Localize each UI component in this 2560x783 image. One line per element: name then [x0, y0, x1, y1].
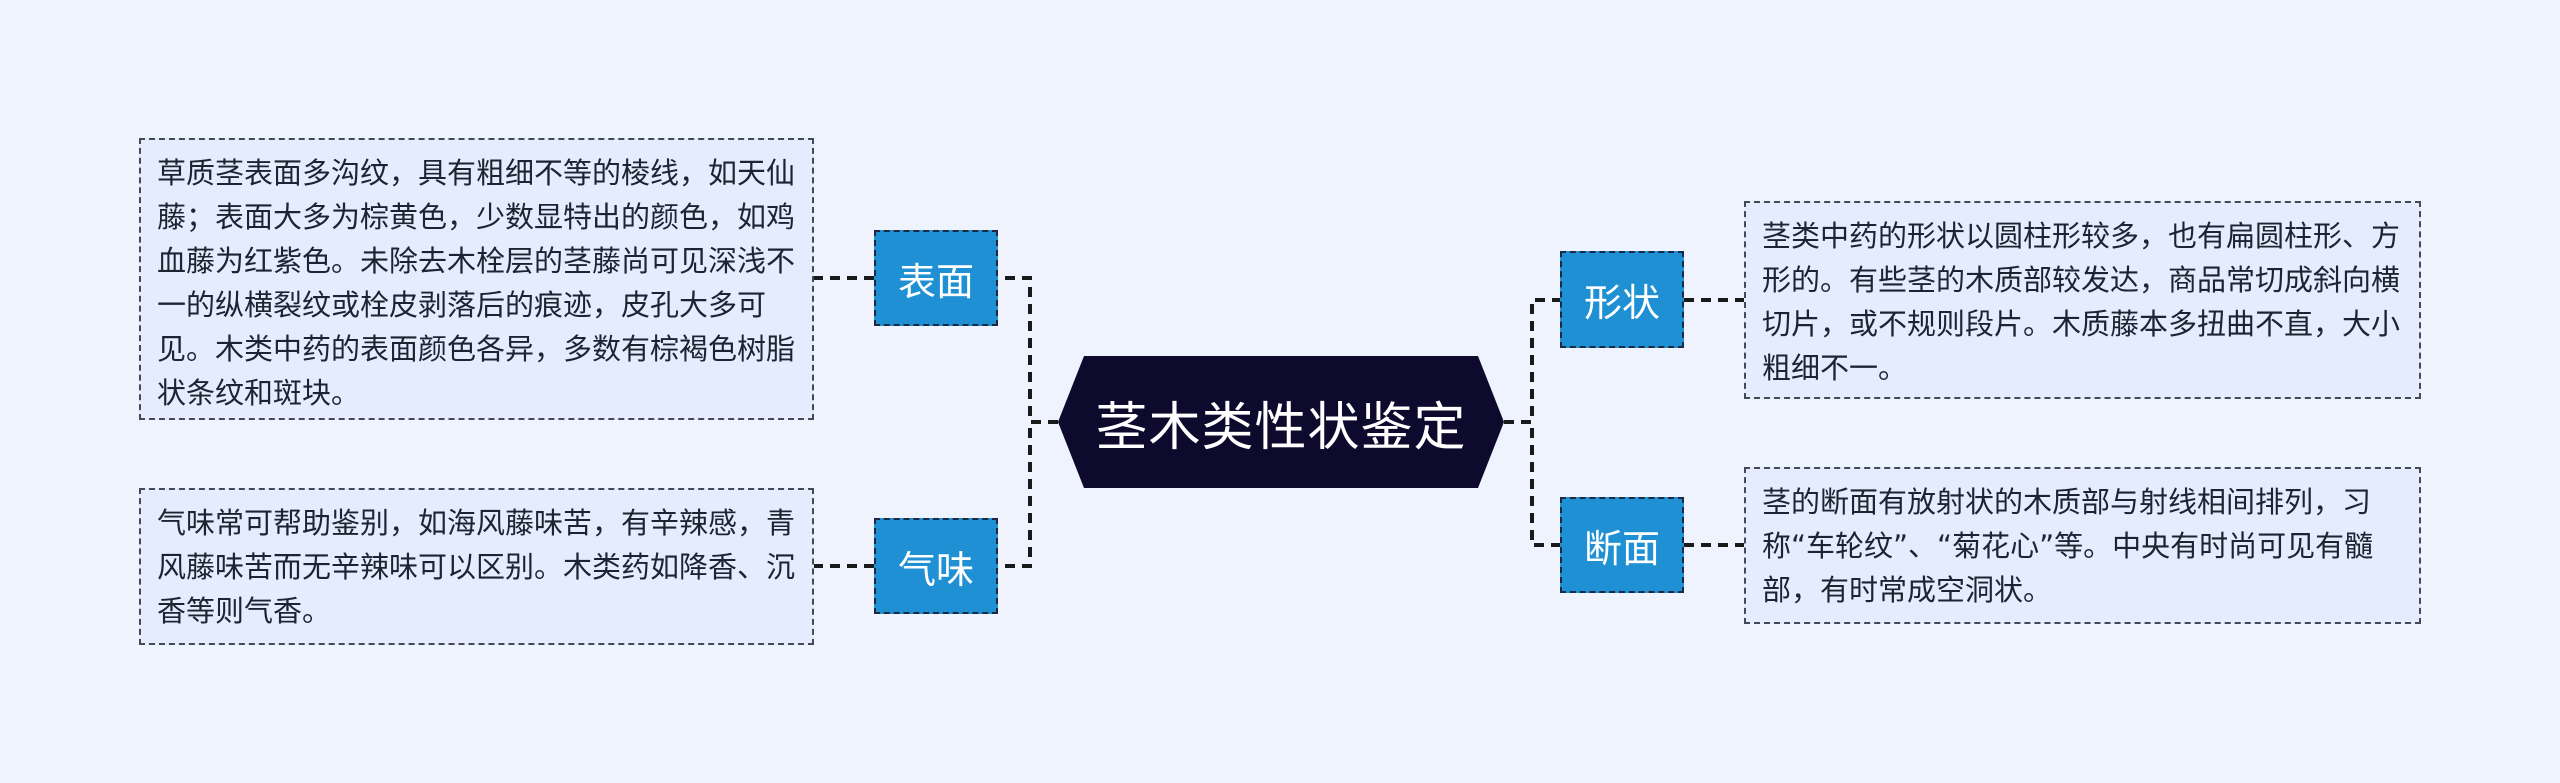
link-root-section: [1504, 420, 1560, 547]
leaf-shape-text: 茎类中药的形状以圆柱形较多，也有扁圆柱形、方形的。有些茎的木质部较发达，商品常切…: [1762, 219, 2401, 385]
branch-shape[interactable]: 形状: [1560, 251, 1684, 348]
leaf-shape-detail[interactable]: 茎类中药的形状以圆柱形较多，也有扁圆柱形、方形的。有些茎的木质部较发达，商品常切…: [1744, 201, 2421, 399]
leaf-surface-text: 草质茎表面多沟纹，具有粗细不等的棱线，如天仙藤；表面大多为棕黄色，少数显特出的颜…: [157, 156, 796, 410]
link-root-odor: [998, 420, 1058, 568]
branch-odor[interactable]: 气味: [874, 518, 998, 614]
branch-section[interactable]: 断面: [1560, 497, 1684, 593]
leaf-surface-detail[interactable]: 草质茎表面多沟纹，具有粗细不等的棱线，如天仙藤；表面大多为棕黄色，少数显特出的颜…: [139, 138, 814, 420]
leaf-odor-detail[interactable]: 气味常可帮助鉴别，如海风藤味苦，有辛辣感，青风藤味苦而无辛辣味可以区别。木类药如…: [139, 488, 814, 645]
root-title: 茎木类性状鉴定: [1095, 397, 1467, 458]
branch-odor-label: 气味: [897, 547, 974, 592]
branch-surface[interactable]: 表面: [874, 230, 998, 326]
branch-section-label: 断面: [1583, 526, 1660, 571]
link-root-shape: [1504, 298, 1560, 424]
root-topic[interactable]: 茎木类性状鉴定: [1058, 356, 1504, 488]
leaf-section-text: 茎的断面有放射状的木质部与射线相间排列，习称“车轮纹”、“菊花心”等。中央有时尚…: [1762, 485, 2374, 607]
leaf-odor-text: 气味常可帮助鉴别，如海风藤味苦，有辛辣感，青风藤味苦而无辛辣味可以区别。木类药如…: [157, 506, 796, 628]
link-root-surface: [998, 276, 1058, 424]
branch-surface-label: 表面: [897, 259, 974, 304]
branch-shape-label: 形状: [1583, 281, 1660, 325]
leaf-section-detail[interactable]: 茎的断面有放射状的木质部与射线相间排列，习称“车轮纹”、“菊花心”等。中央有时尚…: [1744, 467, 2421, 624]
